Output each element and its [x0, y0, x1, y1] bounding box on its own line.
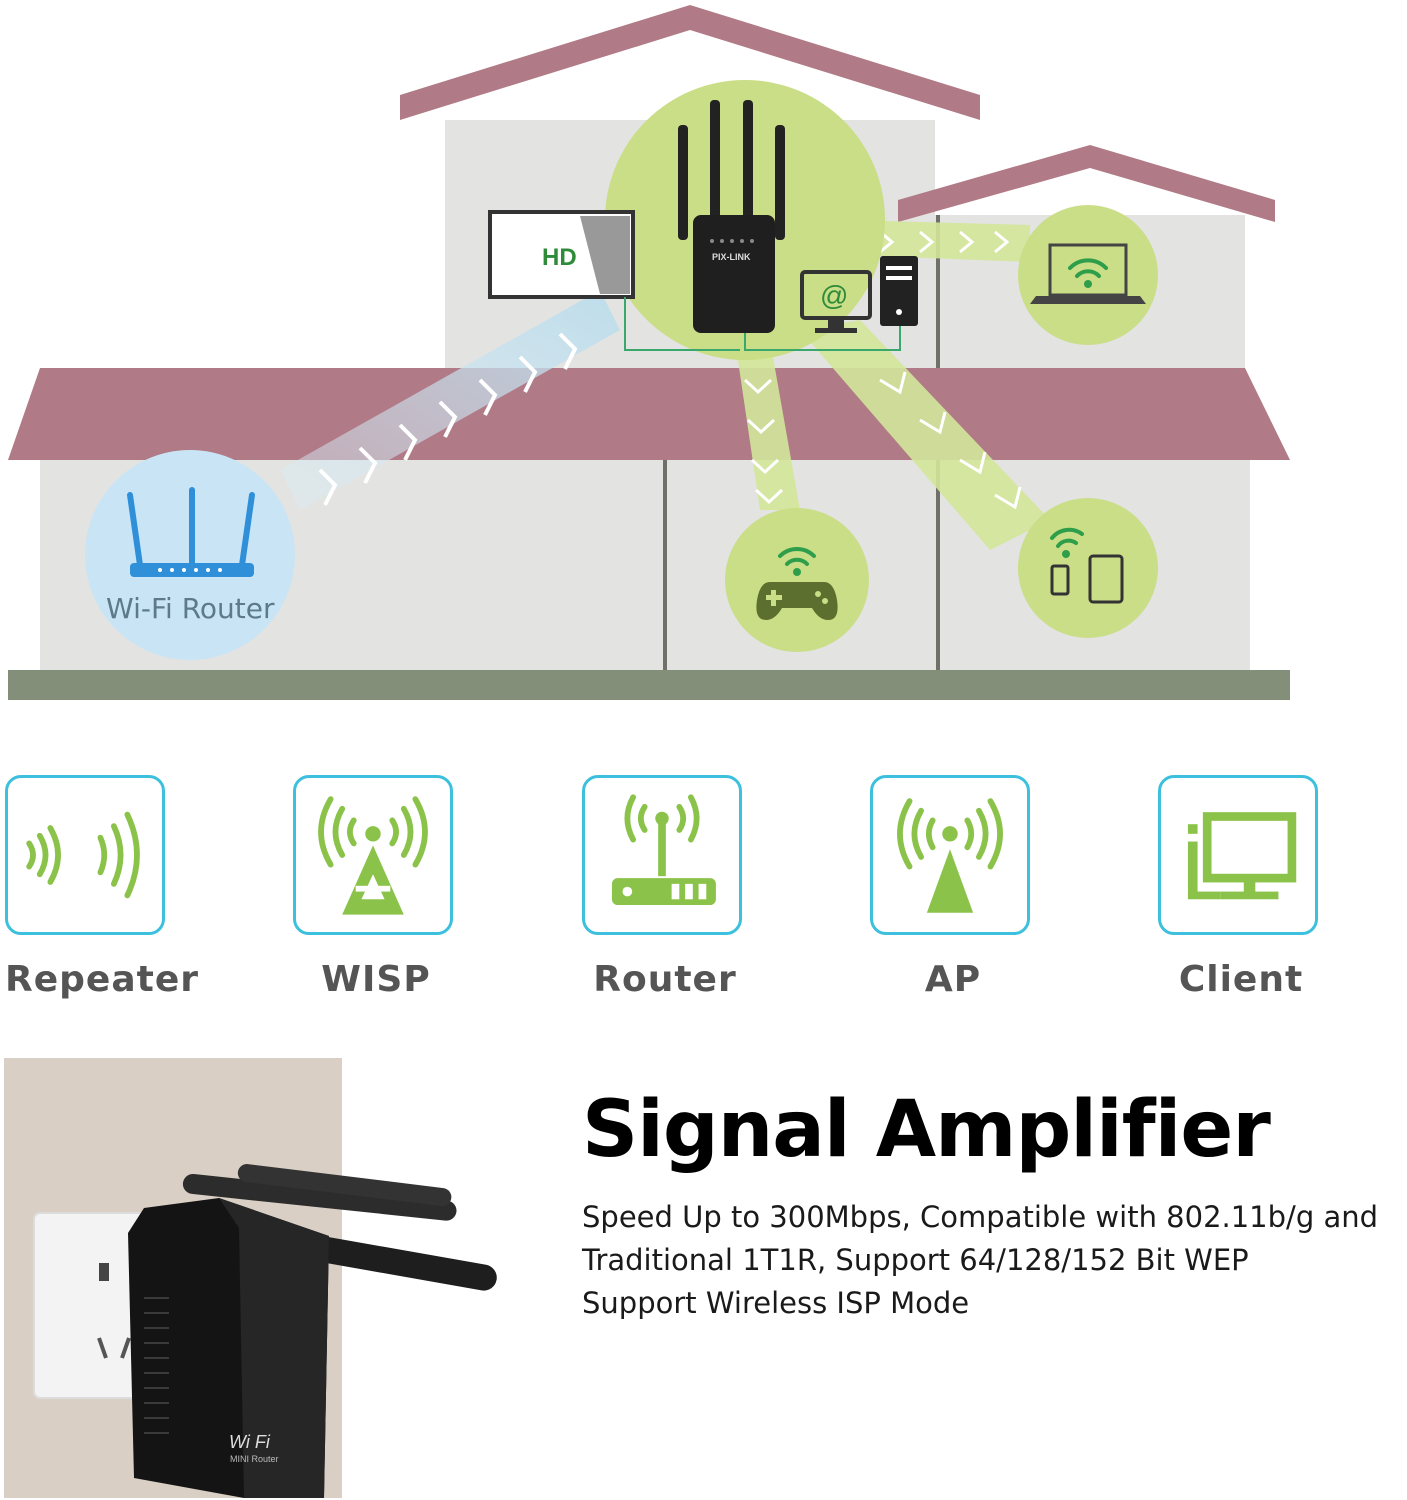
mode-ap-label: AP — [924, 959, 982, 1000]
upper-roof — [400, 5, 980, 120]
gamepad-circle — [725, 508, 869, 652]
ap-antenna-icon — [897, 798, 1003, 913]
mode-wisp-box — [293, 775, 453, 935]
mode-router-label: Router — [593, 959, 737, 1000]
hd-label: HD — [542, 244, 577, 271]
wifi-extender-device: PIX-LINK — [678, 100, 785, 333]
right-roof — [898, 145, 1275, 222]
house-network-illustration: HD PIX-LINK @ — [8, 5, 1290, 700]
hd-tv: HD — [488, 210, 635, 299]
description-line-1: Speed Up to 300Mbps, Compatible with 802… — [582, 1200, 1378, 1234]
mode-wisp: WISP — [293, 775, 459, 1000]
laptop-wifi-icon — [1068, 258, 1108, 278]
wifi-router-circle: Wi-Fi Router — [85, 450, 295, 660]
desktop-computer: @ — [800, 256, 918, 333]
mode-ap: AP — [870, 775, 1036, 1000]
wisp-tower-icon — [318, 796, 428, 915]
wifi-router-label: Wi-Fi Router — [106, 592, 275, 625]
mode-client-box — [1158, 775, 1318, 935]
ground — [8, 670, 1290, 700]
description-line-2: Traditional 1T1R, Support 64/128/152 Bit… — [582, 1243, 1249, 1277]
extender-brand-label: PIX-LINK — [712, 252, 751, 262]
device-model-label: MINI Router — [230, 1454, 279, 1464]
product-photo: Wi Fi MINI Router — [4, 1058, 524, 1498]
repeater-waves-icon — [26, 811, 140, 899]
mode-ap-box — [870, 775, 1030, 935]
gamepad-wifi-icon — [778, 546, 816, 566]
router-icon — [130, 563, 254, 577]
mode-wisp-label: WISP — [321, 959, 431, 1000]
headline: Signal Amplifier — [582, 1085, 1271, 1175]
mode-repeater-box — [5, 775, 165, 935]
mobile-wifi-icon — [1050, 527, 1084, 548]
description-line-3: Support Wireless ISP Mode — [582, 1286, 970, 1320]
email-at-symbol: @ — [820, 280, 848, 311]
tablet-icon — [1088, 554, 1124, 604]
mode-router: Router — [582, 775, 748, 1000]
client-computer-icon — [1187, 812, 1297, 900]
mode-client: Client — [1158, 775, 1324, 1000]
device-wifi-logo: Wi Fi — [229, 1432, 271, 1452]
mobile-devices-circle — [1018, 498, 1158, 638]
mode-repeater: Repeater — [5, 775, 198, 1000]
phone-icon — [1050, 564, 1070, 596]
laptop-circle — [1018, 205, 1158, 345]
router-icon — [611, 794, 716, 906]
mode-repeater-label: Repeater — [5, 959, 199, 1000]
main-roof — [8, 368, 1290, 460]
extender-body: Wi Fi MINI Router — [128, 1198, 329, 1498]
mode-client-label: Client — [1178, 959, 1304, 1000]
mode-router-box — [582, 775, 742, 935]
